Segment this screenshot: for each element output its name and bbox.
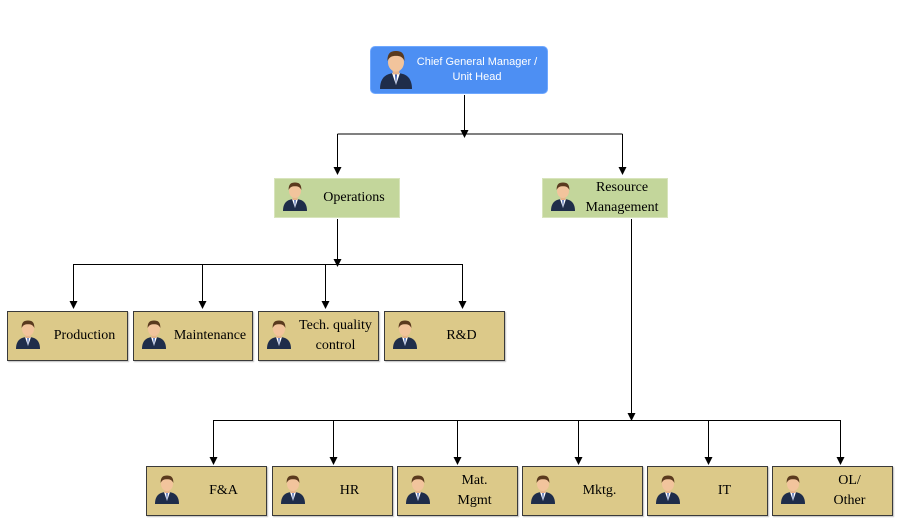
node-label: Tech. quality control bbox=[299, 318, 372, 353]
person-icon bbox=[279, 474, 307, 509]
node-operations[interactable]: Operations bbox=[274, 178, 400, 218]
person-icon bbox=[404, 474, 432, 509]
person-icon bbox=[377, 49, 415, 92]
node-label: Resource Management bbox=[585, 180, 659, 215]
node-production[interactable]: Production bbox=[7, 311, 128, 361]
node-hr[interactable]: HR bbox=[272, 466, 393, 516]
node-mktg[interactable]: Mktg. bbox=[522, 466, 643, 516]
person-icon bbox=[391, 319, 419, 354]
node-label: Operations bbox=[323, 190, 385, 205]
node-label: OL/ Other bbox=[833, 473, 866, 508]
node-chief-general-manager[interactable]: Chief General Manager / Unit Head bbox=[370, 46, 548, 94]
node-it[interactable]: IT bbox=[647, 466, 768, 516]
node-fa[interactable]: F&A bbox=[146, 466, 267, 516]
node-label: F&A bbox=[209, 483, 238, 498]
person-icon bbox=[281, 181, 309, 216]
node-mat-mgmt[interactable]: Mat. Mgmt bbox=[397, 466, 518, 516]
person-icon bbox=[14, 319, 42, 354]
node-label: Mat. Mgmt bbox=[457, 473, 492, 508]
node-resource-management[interactable]: Resource Management bbox=[542, 178, 668, 218]
node-label: IT bbox=[717, 483, 732, 498]
node-label: Maintenance bbox=[173, 328, 247, 343]
node-label: HR bbox=[339, 483, 360, 498]
node-label: Production bbox=[53, 328, 116, 343]
node-ol-other[interactable]: OL/ Other bbox=[772, 466, 893, 516]
node-maintenance[interactable]: Maintenance bbox=[133, 311, 253, 361]
person-icon bbox=[779, 474, 807, 509]
node-rd[interactable]: R&D bbox=[384, 311, 505, 361]
node-label: Mktg. bbox=[582, 483, 617, 498]
person-icon bbox=[529, 474, 557, 509]
person-icon bbox=[549, 181, 577, 216]
person-icon bbox=[265, 319, 293, 354]
node-label: R&D bbox=[446, 328, 477, 343]
node-tech-quality-control[interactable]: Tech. quality control bbox=[258, 311, 379, 361]
node-label: Chief General Manager / Unit Head bbox=[416, 56, 538, 83]
person-icon bbox=[654, 474, 682, 509]
person-icon bbox=[140, 319, 168, 354]
person-icon bbox=[153, 474, 181, 509]
